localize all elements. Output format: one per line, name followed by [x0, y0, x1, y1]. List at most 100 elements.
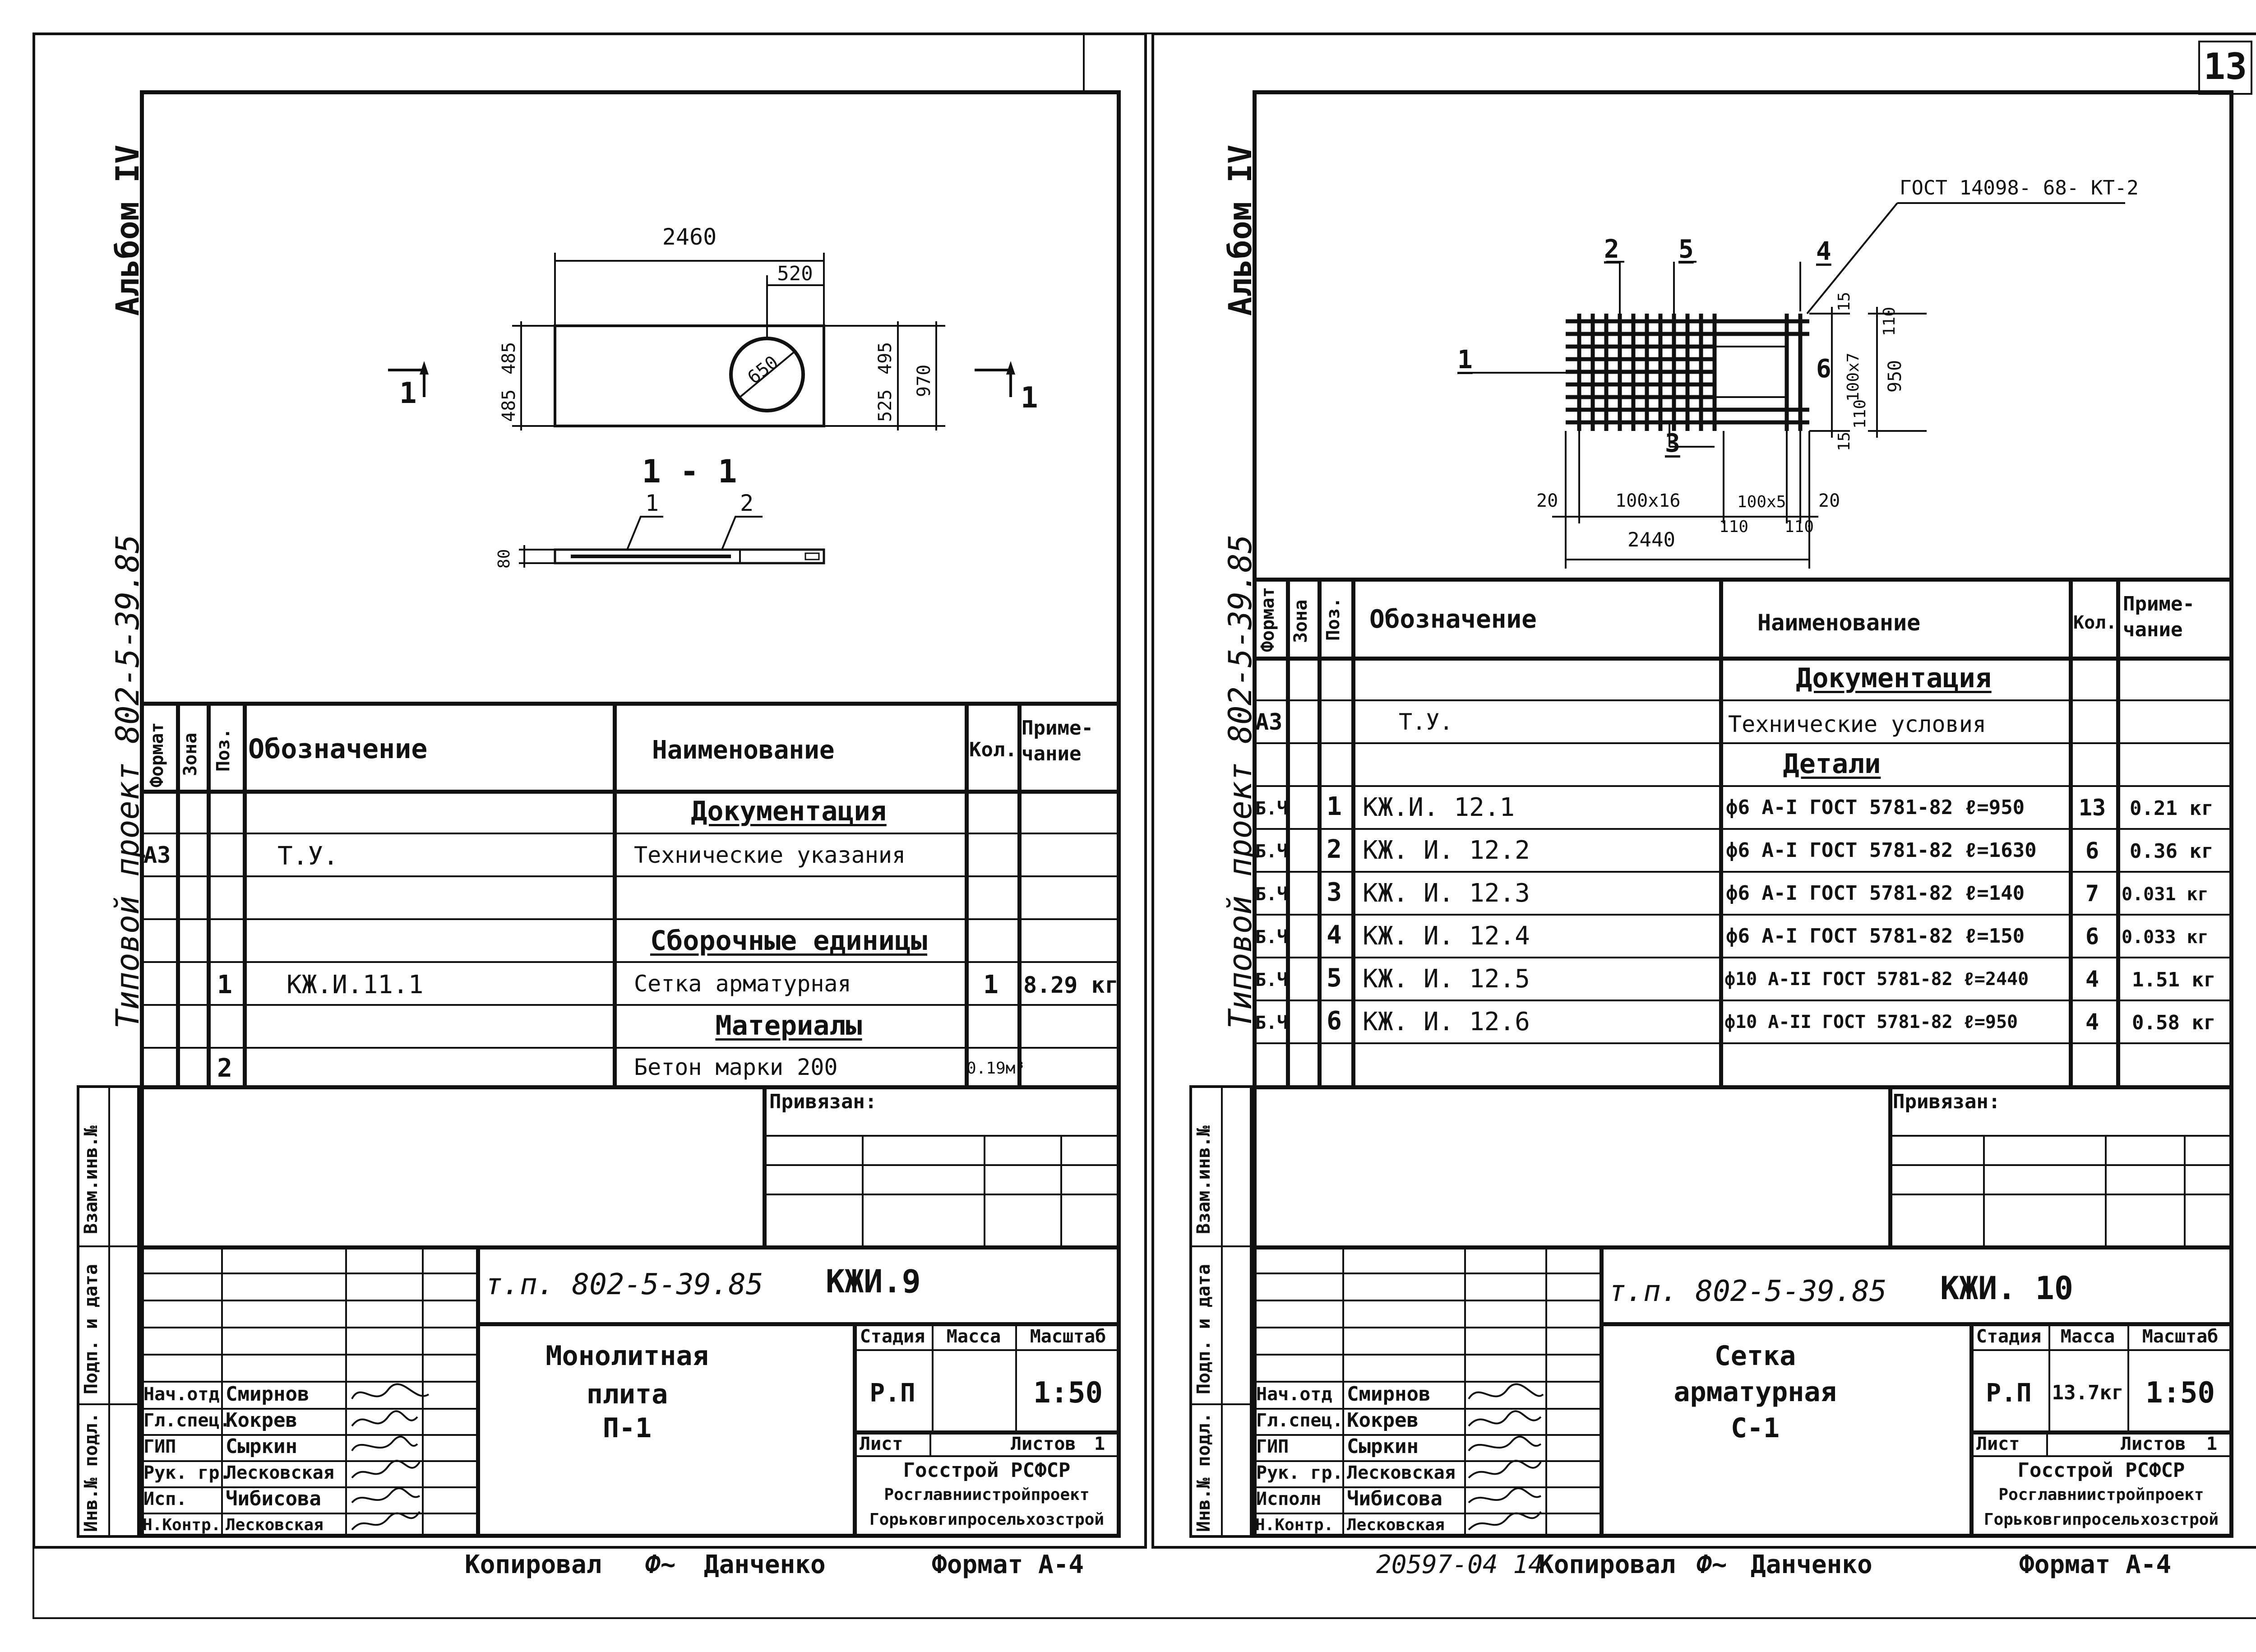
leader-label-1: 1: [645, 490, 659, 516]
left-row4-qty: 1: [983, 970, 999, 1000]
left-role-4: Исп.: [143, 1489, 187, 1509]
left-title-line2: плита: [586, 1379, 668, 1410]
left-row4-pos: 1: [217, 970, 232, 1000]
left-list-label: Лист: [860, 1434, 903, 1454]
right-row2-name: Детали: [1783, 748, 1881, 780]
left-row0-name: Документация: [691, 796, 887, 827]
right-row6-note: 0.033 кг: [2122, 927, 2209, 948]
left-doc-code: т.п. 802-5-39.85: [485, 1268, 763, 1301]
mesh-dim-100x16: 100х16: [1615, 491, 1681, 511]
left-signature-4: [351, 1487, 421, 1504]
right-name-5: Лесковская: [1347, 1516, 1445, 1534]
left-org-3: Горьковгипросельхозстрой: [869, 1510, 1105, 1529]
left-name-0: Смирнов: [226, 1383, 310, 1406]
right-privyazan: Привязан:: [1893, 1090, 2001, 1113]
right-row6-name: ф6 А-I ГОСТ 5781-82 ℓ=150: [1726, 925, 2025, 948]
right-copied-label: Копировал: [1539, 1550, 1676, 1579]
right-name-3: Лесковская: [1347, 1462, 1456, 1483]
right-org-3: Горьковгипросельхозстрой: [1983, 1510, 2219, 1529]
left-stage: Р.П: [869, 1379, 915, 1408]
section-label: 1 - 1: [642, 453, 737, 490]
right-copied-sign: Ф~: [1697, 1550, 1727, 1579]
left-signature-5: [351, 1511, 421, 1531]
right-org-1: Госстрой РСФСР: [2017, 1459, 2185, 1482]
left-scale-label: Масштаб: [1030, 1326, 1106, 1347]
left-row4-name: Сетка арматурная: [634, 971, 851, 997]
mesh-dim-100x5: 100х5: [1737, 493, 1786, 511]
right-sheet-frame: [1151, 32, 2256, 1549]
right-row3-designation: КЖ.И. 12.1: [1363, 793, 1515, 822]
right-row4-format: Б.Ч: [1255, 841, 1288, 862]
left-signature-0: [351, 1383, 430, 1399]
right-name-4: Чибисова: [1347, 1487, 1442, 1510]
sheet-number: 13: [2203, 46, 2247, 88]
right-row4-name: ф6 А-I ГОСТ 5781-82 ℓ=1630: [1726, 839, 2037, 862]
right-format: Формат А-4: [2019, 1550, 2172, 1579]
left-name-4: Чибисова: [226, 1487, 321, 1510]
left-th-designation: Обозначение: [248, 733, 428, 765]
right-row4-note: 0.36 кг: [2130, 840, 2214, 863]
mesh-dim-2440: 2440: [1627, 528, 1675, 551]
left-lists-count: 1: [1094, 1434, 1105, 1454]
right-row5-pos: 3: [1327, 878, 1342, 907]
left-privyazan: Привязан:: [769, 1090, 877, 1113]
right-lists-label: Листов: [2121, 1434, 2186, 1454]
right-scale-label: Масштаб: [2142, 1326, 2219, 1347]
left-mass-label: Масса: [946, 1326, 1001, 1347]
right-row5-designation: КЖ. И. 12.3: [1363, 879, 1530, 908]
right-role-4: Исполн: [1256, 1489, 1322, 1509]
right-stage-label: Стадия: [1976, 1326, 2042, 1347]
left-copied-by: Данченко: [704, 1550, 826, 1579]
right-row8-pos: 6: [1327, 1006, 1342, 1036]
right-th-designation: Обозначение: [1369, 605, 1537, 634]
right-lists-count: 1: [2206, 1434, 2218, 1454]
left-scale: 1:50: [1033, 1376, 1103, 1410]
right-name-1: Кокрев: [1347, 1409, 1419, 1432]
right-row7-format: Б.Ч: [1255, 970, 1288, 990]
right-row8-designation: КЖ. И. 12.6: [1363, 1007, 1530, 1037]
left-lists-label: Листов: [1011, 1434, 1076, 1454]
left-role-3: Рук. гр.: [143, 1462, 231, 1483]
right-row5-note: 0.031 кг: [2122, 884, 2209, 905]
left-top-stub: [1083, 32, 1085, 90]
right-th-name: Наименование: [1757, 610, 1921, 636]
left-role-1: Гл.спец.: [143, 1410, 231, 1431]
right-row4-qty: 6: [2085, 838, 2099, 864]
right-list-label: Лист: [1976, 1434, 2020, 1454]
right-row8-format: Б.Ч: [1255, 1013, 1288, 1033]
left-row1-format: А3: [143, 842, 171, 868]
right-row6-qty: 6: [2085, 923, 2099, 949]
left-name-2: Сыркин: [226, 1435, 297, 1458]
gost-note: ГОСТ 14098- 68- КТ-2: [1900, 176, 2139, 199]
right-title-line1: Сетка: [1714, 1340, 1796, 1372]
right-name-2: Сыркин: [1347, 1435, 1419, 1458]
mesh-label-1: 1: [1457, 345, 1473, 375]
dim-hole-offset: 520: [777, 262, 813, 285]
left-row6-pos: 2: [217, 1054, 232, 1083]
right-row3-qty: 13: [2078, 795, 2106, 821]
right-row7-designation: КЖ. И. 12.5: [1363, 964, 1530, 994]
right-role-5: Н.Контр.: [1255, 1516, 1334, 1534]
right-row1-name: Технические условия: [1728, 711, 1986, 737]
left-title-line1: Монолитная: [546, 1340, 709, 1372]
right-stage: Р.П: [1986, 1379, 2032, 1408]
left-row6-qty: 0.19м³: [966, 1059, 1026, 1078]
leader-label-2: 2: [740, 490, 754, 516]
left-signature-3: [351, 1460, 421, 1479]
mesh-label-4: 4: [1816, 237, 1831, 266]
right-row1-designation: Т.У.: [1399, 709, 1453, 735]
right-row6-designation: КЖ. И. 12.4: [1363, 921, 1530, 951]
left-signature-1: [351, 1410, 418, 1427]
right-row5-qty: 7: [2085, 880, 2099, 907]
left-copied-sign: Ф~: [645, 1550, 676, 1579]
right-row3-note: 0.21 кг: [2130, 797, 2214, 820]
right-title-line2: арматурная: [1674, 1376, 1837, 1408]
left-th-name: Наименование: [652, 736, 835, 765]
right-row7-name: ф10 А-II ГОСТ 5781-82 ℓ=2440: [1724, 969, 2029, 990]
right-th-qty: Кол.: [2073, 612, 2117, 633]
left-row4-note: 8.29 кг: [1023, 972, 1119, 998]
dim-width-2460: 2460: [662, 224, 717, 250]
left-row3-name: Сборочные единицы: [650, 925, 928, 957]
